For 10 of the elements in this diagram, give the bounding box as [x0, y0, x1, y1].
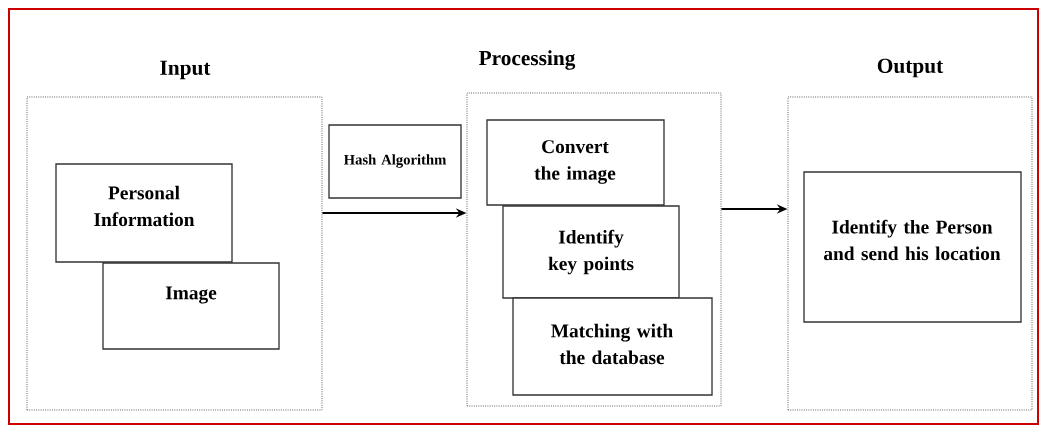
process-box: Hash Algorithm	[328, 124, 462, 199]
process-box: Personal Information	[55, 163, 233, 263]
section-heading: Output	[877, 58, 944, 78]
process-box: Identify the Person and send his location	[803, 171, 1022, 323]
process-box: Convert the image	[486, 119, 665, 206]
section-heading: Processing	[478, 50, 576, 70]
process-box: Image	[102, 262, 280, 350]
section-heading: Input	[160, 60, 211, 80]
process-box: Identify key points	[502, 205, 680, 299]
process-box: Matching with the database	[512, 297, 713, 396]
